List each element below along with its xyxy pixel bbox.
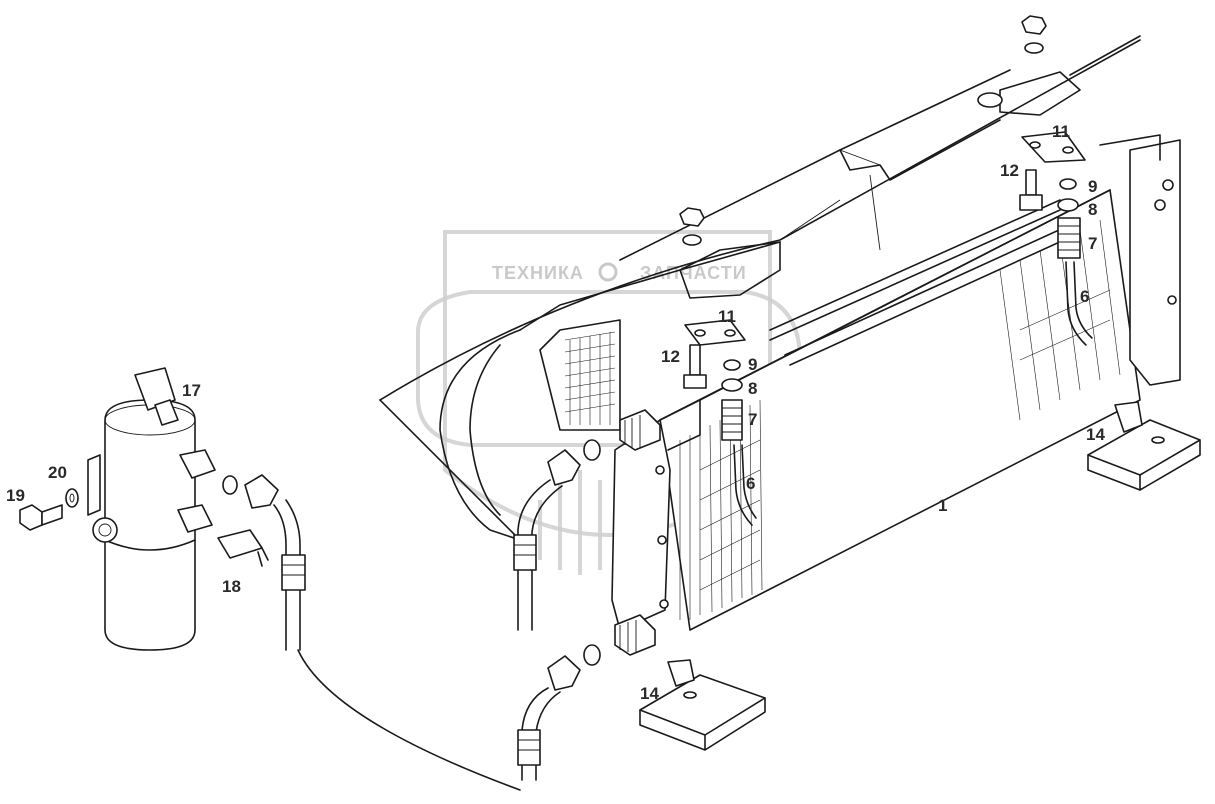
vehicle-frame (379, 15, 1141, 541)
foot-mount-left (639, 659, 766, 751)
lower-fitting (517, 614, 656, 781)
mount-stack-right (1019, 131, 1093, 346)
receiver-drier (87, 367, 216, 651)
bolt-right (1025, 169, 1037, 196)
callout-labels: 1 6 6 7 7 8 8 9 9 11 11 12 12 14 14 17 1… (6, 122, 1105, 703)
callout-9-right: 9 (1088, 177, 1097, 196)
callout-6-left: 6 (746, 474, 755, 493)
nut-top-right (977, 15, 1047, 108)
watermark-right-word: ЗАПЧАСТИ (640, 263, 747, 283)
washer-8-right (1057, 198, 1079, 212)
rod-6-right (1065, 261, 1087, 346)
spring-7-left (721, 399, 743, 441)
drier-side-fitting-upper (179, 449, 216, 479)
callout-6-right: 6 (1080, 287, 1089, 306)
watermark-left-word: ТЕХНИКА (492, 263, 584, 283)
mount-stack-left (683, 319, 757, 526)
washer-9-left (723, 359, 741, 371)
drier-side-fitting-lower (177, 504, 213, 533)
callout-19: 19 (6, 486, 25, 505)
rod-6-left (733, 444, 753, 526)
callout-12-right: 12 (1000, 161, 1019, 180)
drier-bracket (87, 454, 101, 516)
grommet-14-left (667, 659, 695, 687)
callout-9-left: 9 (748, 355, 757, 374)
callout-8-left: 8 (748, 379, 757, 398)
callout-14-left: 14 (640, 684, 659, 703)
callout-18: 18 (222, 577, 241, 596)
upper-fitting (513, 409, 661, 631)
callout-11-left: 11 (718, 307, 736, 326)
callout-17: 17 (182, 381, 201, 400)
mount-plate-left (684, 319, 746, 346)
bolt-left (689, 344, 701, 376)
pressure-switch-18 (217, 529, 269, 567)
grommet-14-right (1114, 401, 1143, 433)
callout-14-right: 14 (1086, 425, 1105, 444)
callout-1: 1 (938, 496, 947, 515)
gear-icon (598, 262, 618, 282)
washer-20 (65, 488, 79, 508)
callout-11-right: 11 (1052, 122, 1070, 141)
mount-plate-right (1021, 131, 1086, 163)
callout-8-right: 8 (1088, 200, 1097, 219)
nut-top-mid (679, 207, 705, 246)
callout-12-left: 12 (661, 347, 680, 366)
washer-8-left (721, 378, 743, 392)
foot-mount-right (1087, 401, 1201, 491)
washer-9-right (1059, 178, 1077, 190)
spring-7-right (1057, 217, 1081, 259)
bolt-19 (19, 504, 63, 531)
condenser-core (611, 134, 1181, 631)
long-pipe (222, 474, 521, 791)
callout-7-left: 7 (748, 410, 757, 429)
drier-top-fitting (134, 367, 176, 411)
callout-20: 20 (48, 463, 67, 482)
callout-7-right: 7 (1088, 234, 1097, 253)
